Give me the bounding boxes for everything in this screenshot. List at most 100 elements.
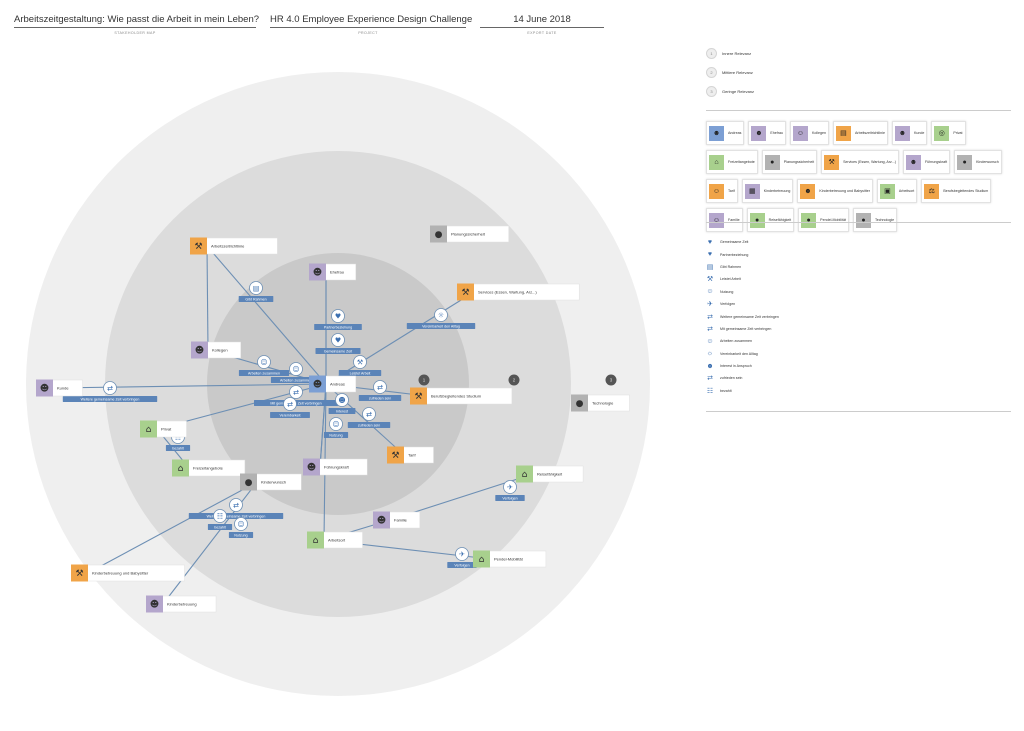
stakeholder-node-reise[interactable]: ⌂Reisefähigkeit xyxy=(516,465,584,483)
relation-badge[interactable]: ✈Verfolgen xyxy=(495,480,525,502)
relation-type-label: Nutzung xyxy=(720,289,734,294)
stakeholder-type-item[interactable]: ▣Arbeitsort xyxy=(876,179,918,203)
stakeholder-node-kollegen[interactable]: ☻Kollegen xyxy=(191,341,241,359)
stakeholder-type-item[interactable]: ⚒Services (Essen, Wartung, Arz...) xyxy=(821,150,899,174)
stakeholder-node-planung[interactable]: ●Planungssicherheit xyxy=(430,225,509,243)
stakeholder-type-item[interactable]: ●Pendel-Mobilität xyxy=(798,208,849,232)
stakeholder-type-item[interactable]: ☻Andreas xyxy=(706,121,745,145)
relation-icon xyxy=(503,480,517,494)
stakeholder-node-pendel[interactable]: ⌂Pendel-Mobilität xyxy=(473,550,547,568)
stakeholder-node-kinderwunsch[interactable]: ●Kinderwunsch xyxy=(240,473,302,491)
stakeholder-map[interactable]: ♥Partnerbeziehung♥Gemeinsame Zeit ▤Gibt R… xyxy=(0,0,700,731)
node-label: Familie xyxy=(394,518,408,523)
stakeholder-node-fuehrung[interactable]: ☻Führungskraft xyxy=(303,458,368,476)
stakeholder-node-studium[interactable]: ⚒Berufsbegleitendes Studium xyxy=(410,387,513,405)
stakeholder-node-andreas[interactable]: ☻Andreas xyxy=(309,375,357,393)
relation-label-bg xyxy=(495,495,525,501)
person-icon: ☻ xyxy=(800,183,816,199)
node-avatar xyxy=(473,550,490,568)
stakeholder-type-item[interactable]: ☺Kollegen xyxy=(789,121,829,145)
relation-edge xyxy=(325,291,475,385)
relation-glyph: ☼ xyxy=(438,312,444,320)
relation-type-item: ☼Vereinbarkeit den Alltag xyxy=(706,348,1011,360)
node-icon: ☻ xyxy=(313,379,322,390)
relation-badge[interactable]: ⇄zufrieden sein xyxy=(358,380,402,402)
stakeholder-type-item[interactable]: ●Kinderwunsch xyxy=(954,150,1002,174)
stakeholder-type-item[interactable]: ☻Führungskraft xyxy=(902,150,951,174)
header-project-block: HR 4.0 Employee Experience Design Challe… xyxy=(270,14,472,44)
stakeholder-type-label: Arbeitsort xyxy=(898,189,915,193)
relation-label-bg xyxy=(406,323,476,329)
relation-icon xyxy=(373,380,387,394)
stakeholder-node-familie[interactable]: ☻Familie xyxy=(373,511,421,529)
relation-badge[interactable]: ⇄Weitere gemeinsame Zeit verbringen xyxy=(62,381,158,403)
stakeholder-type-item[interactable]: ☻Kinderbetreuung und Babysitter xyxy=(797,179,873,203)
date-caption: EXPORT DATE xyxy=(527,31,557,35)
relation-badge[interactable]: ⇄zufrieden sein xyxy=(347,407,391,429)
clipboard-icon: ▤ xyxy=(706,263,714,271)
relation-badge[interactable]: ✈Verfolgen xyxy=(447,547,477,569)
relation-badge[interactable]: ☺Arbeiten zusammen xyxy=(238,355,290,377)
stakeholder-type-item[interactable]: ☺Tarif xyxy=(706,179,738,203)
relation-badge[interactable]: ▤Gibt Rahmen xyxy=(238,281,274,303)
relation-edge xyxy=(319,383,327,468)
stakeholder-type-item[interactable]: ●Reisefähigkeit xyxy=(746,208,795,232)
node-icon: ☻ xyxy=(307,462,316,473)
stakeholder-node-tarif[interactable]: ⚒Tarif xyxy=(387,446,434,464)
stakeholder-node-babysitter[interactable]: ⚒Kinderbetreuung und Babysitter xyxy=(71,564,185,582)
stakeholder-type-item[interactable]: ●Technologie xyxy=(852,208,898,232)
stakeholder-node-technologie[interactable]: ●Technologie xyxy=(571,394,630,412)
relation-label: Partnerbeziehung xyxy=(324,326,352,330)
stakeholder-type-item[interactable]: ▤Arbeitszeitrichtlinie xyxy=(832,121,888,145)
relation-icon xyxy=(213,509,227,523)
relation-label-bg xyxy=(315,348,361,354)
node-label: Services (Essen, Wartung, Arz...) xyxy=(478,290,537,295)
arrows-icon: ⇄ xyxy=(707,313,713,321)
relation-badge[interactable]: ☻Interest xyxy=(328,393,356,415)
stakeholder-type-item[interactable]: ☻Kunde xyxy=(891,121,928,145)
relation-badge[interactable]: ☺Arbeiten zusammen xyxy=(270,362,322,384)
ring-marker-label: 3 xyxy=(610,378,613,383)
stakeholder-node-freizeit[interactable]: ⌂Freizeitangebote xyxy=(172,459,246,477)
relation-icon xyxy=(103,381,117,395)
relation-badge[interactable]: ☺Nutzung xyxy=(228,517,254,539)
relation-badge[interactable]: ⇄Vereinbarkeit xyxy=(270,397,310,419)
stakeholder-type-item[interactable]: ☺Familie xyxy=(706,208,743,232)
relation-badge[interactable]: ☷bezahlt xyxy=(207,509,233,531)
relation-badge[interactable]: ♥Partnerbeziehung xyxy=(314,309,362,331)
relation-badge[interactable]: ☼Vereinbarkeit den Alltag xyxy=(406,308,476,330)
stakeholder-node-kinderbetreuung[interactable]: ☻Kinderbetreuung xyxy=(146,595,217,613)
relation-type-label: Verfolgen xyxy=(720,302,736,307)
stakeholder-type-item[interactable]: ▦Kinderbetreuung xyxy=(741,179,794,203)
stakeholder-node-kunde[interactable]: ☻Kunde xyxy=(36,379,83,397)
relation-badge[interactable]: ⚒Leistet Arbeit xyxy=(338,355,382,377)
stakeholder-type-item[interactable]: ⚖Berufsbegleitendes Studium xyxy=(921,179,992,203)
stakeholder-type-label: Kunde xyxy=(913,131,925,135)
stakeholder-type-item[interactable]: ●Planungssicherheit xyxy=(761,150,818,174)
stakeholder-type-item[interactable]: ◎Privat xyxy=(931,121,966,145)
node-avatar xyxy=(410,387,427,405)
stakeholder-type-item[interactable]: ⌂Freizeitangebote xyxy=(706,150,758,174)
stakeholder-node-privat[interactable]: ⌂ Privat xyxy=(140,420,187,438)
relation-badge[interactable]: ♥Gemeinsame Zeit xyxy=(315,333,361,355)
stakeholder-type-item[interactable]: ☻Ehefrau xyxy=(748,121,786,145)
relation-glyph: ⇄ xyxy=(366,411,372,419)
hierarchy-icon: ☷ xyxy=(706,387,714,395)
stakeholder-node-richtlinie[interactable]: ⚒Arbeitszeitrichtlinie xyxy=(190,237,278,255)
relation-label-bg xyxy=(270,377,322,383)
factory-icon: ▣ xyxy=(879,183,895,199)
relation-badge[interactable]: ☺Nutzung xyxy=(323,417,349,439)
node-label: Technologie xyxy=(592,401,614,406)
node-icon: ⌂ xyxy=(146,425,152,435)
relation-label: zufrieden sein xyxy=(369,397,391,401)
stakeholder-node-ehefrau[interactable]: ☻Ehefrau xyxy=(309,263,357,281)
node-icon: ☻ xyxy=(40,383,49,394)
relation-label: Nutzung xyxy=(234,534,247,538)
relation-icon xyxy=(229,498,243,512)
relation-label: Arbeiten zusammen xyxy=(280,379,312,383)
stakeholder-node-arbeitsort[interactable]: ⌂Arbeitsort xyxy=(307,531,363,549)
relation-badge[interactable]: ⇄Weitere gemeinsame Zeit verbringen xyxy=(188,498,284,520)
stakeholder-node-services[interactable]: ⚒Services (Essen, Wartung, Arz...) xyxy=(457,283,580,301)
node-avatar xyxy=(140,420,157,438)
node-label: Privat xyxy=(161,427,172,432)
